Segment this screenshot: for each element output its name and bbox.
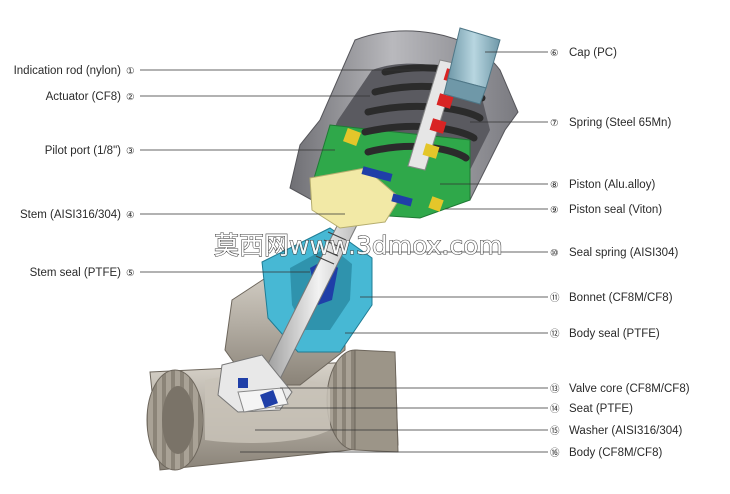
- part-number-16: ⑯: [550, 448, 560, 459]
- part-number-10: ⑩: [550, 248, 559, 259]
- part-name-11: Bonnet (CF8M/CF8): [569, 292, 673, 304]
- part-label-15: Washer (AISI316/304) ⑮: [550, 425, 683, 437]
- part-label-9: Piston seal (Viton) ⑨: [550, 204, 662, 216]
- part-label-5: Stem seal (PTFE) ⑤: [30, 267, 135, 279]
- valve-core: [217, 354, 293, 413]
- part-label-13: Valve core (CF8M/CF8) ⑬: [550, 383, 690, 395]
- cap: [443, 27, 501, 105]
- part-name-15: Washer (AISI316/304): [569, 425, 683, 437]
- part-name-8: Piston (Alu.alloy): [569, 179, 655, 191]
- part-label-4: Stem (AISI316/304) ④: [20, 209, 135, 221]
- part-label-11: Bonnet (CF8M/CF8) ⑪: [550, 292, 673, 304]
- part-number-9: ⑨: [550, 205, 559, 216]
- part-name-3: Pilot port (1/8"): [45, 145, 121, 157]
- part-label-6: Cap (PC) ⑥: [550, 47, 617, 59]
- part-name-9: Piston seal (Viton): [569, 204, 662, 216]
- part-number-6: ⑥: [550, 48, 559, 59]
- piston: [309, 124, 471, 229]
- part-name-1: Indication rod (nylon): [14, 65, 122, 77]
- part-name-5: Stem seal (PTFE): [30, 267, 122, 279]
- part-label-8: Piston (Alu.alloy) ⑧: [550, 179, 655, 191]
- part-name-4: Stem (AISI316/304): [20, 209, 121, 221]
- part-number-3: ③: [126, 146, 135, 157]
- part-name-7: Spring (Steel 65Mn): [569, 117, 671, 129]
- part-name-6: Cap (PC): [569, 47, 617, 59]
- part-label-2: Actuator (CF8) ②: [46, 91, 135, 103]
- part-label-1: Indication rod (nylon) ①: [14, 65, 135, 77]
- part-label-14: Seat (PTFE) ⑭: [550, 403, 633, 415]
- leader-lines: [140, 51, 548, 453]
- part-number-2: ②: [126, 92, 135, 103]
- part-number-1: ①: [126, 66, 135, 77]
- part-name-2: Actuator (CF8): [46, 91, 122, 103]
- part-number-11: ⑪: [550, 293, 560, 304]
- part-number-7: ⑦: [550, 118, 559, 129]
- part-number-8: ⑧: [550, 180, 559, 191]
- part-number-5: ⑤: [126, 268, 135, 279]
- part-label-3: Pilot port (1/8") ③: [45, 145, 135, 157]
- part-name-14: Seat (PTFE): [569, 403, 633, 415]
- part-labels: Indication rod (nylon) ① Actuator (CF8) ② Pi…: [14, 47, 690, 459]
- part-number-14: ⑭: [550, 404, 560, 415]
- part-label-16: Body (CF8M/CF8) ⑯: [550, 447, 662, 459]
- part-label-10: Seal spring (AISI304) ⑩: [550, 247, 678, 259]
- part-number-13: ⑬: [550, 384, 560, 395]
- part-number-4: ④: [126, 210, 135, 221]
- part-name-13: Valve core (CF8M/CF8): [569, 383, 690, 395]
- part-name-10: Seal spring (AISI304): [569, 247, 678, 259]
- part-number-15: ⑮: [550, 426, 560, 437]
- watermark-text: 莫西网www.3dmox.com: [214, 231, 503, 260]
- part-label-7: Spring (Steel 65Mn) ⑦: [550, 117, 671, 129]
- part-number-12: ⑫: [550, 329, 560, 340]
- part-name-12: Body seal (PTFE): [569, 328, 660, 340]
- part-label-12: Body seal (PTFE) ⑫: [550, 328, 660, 340]
- part-name-16: Body (CF8M/CF8): [569, 447, 662, 459]
